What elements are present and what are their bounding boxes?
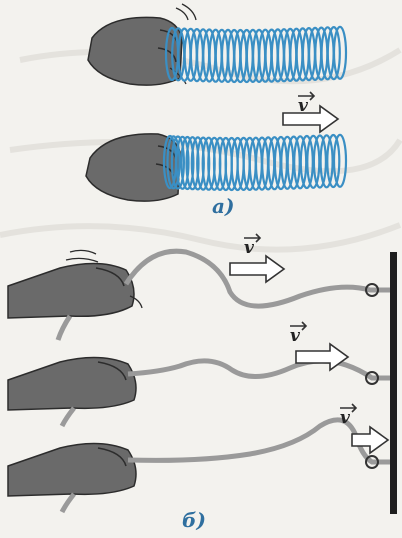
spring-icon (164, 135, 346, 190)
velocity-label-b3: v (340, 408, 350, 428)
part-a-label: a) (212, 194, 234, 218)
spring-icon (166, 27, 346, 82)
arrow-icon (283, 92, 338, 132)
velocity-label-b2: v (290, 326, 300, 346)
velocity-label-a: v (298, 96, 308, 116)
arrow-icon (230, 234, 284, 282)
hand-icon (8, 443, 136, 496)
part-b-label: б) (182, 508, 206, 532)
hand-icon (8, 263, 134, 318)
velocity-label-b1: v (244, 238, 254, 258)
wall-icon (390, 252, 397, 514)
rope-icon (128, 420, 390, 462)
rope-icon (126, 251, 390, 306)
hand-icon (8, 357, 136, 410)
rope-icon (128, 361, 390, 378)
